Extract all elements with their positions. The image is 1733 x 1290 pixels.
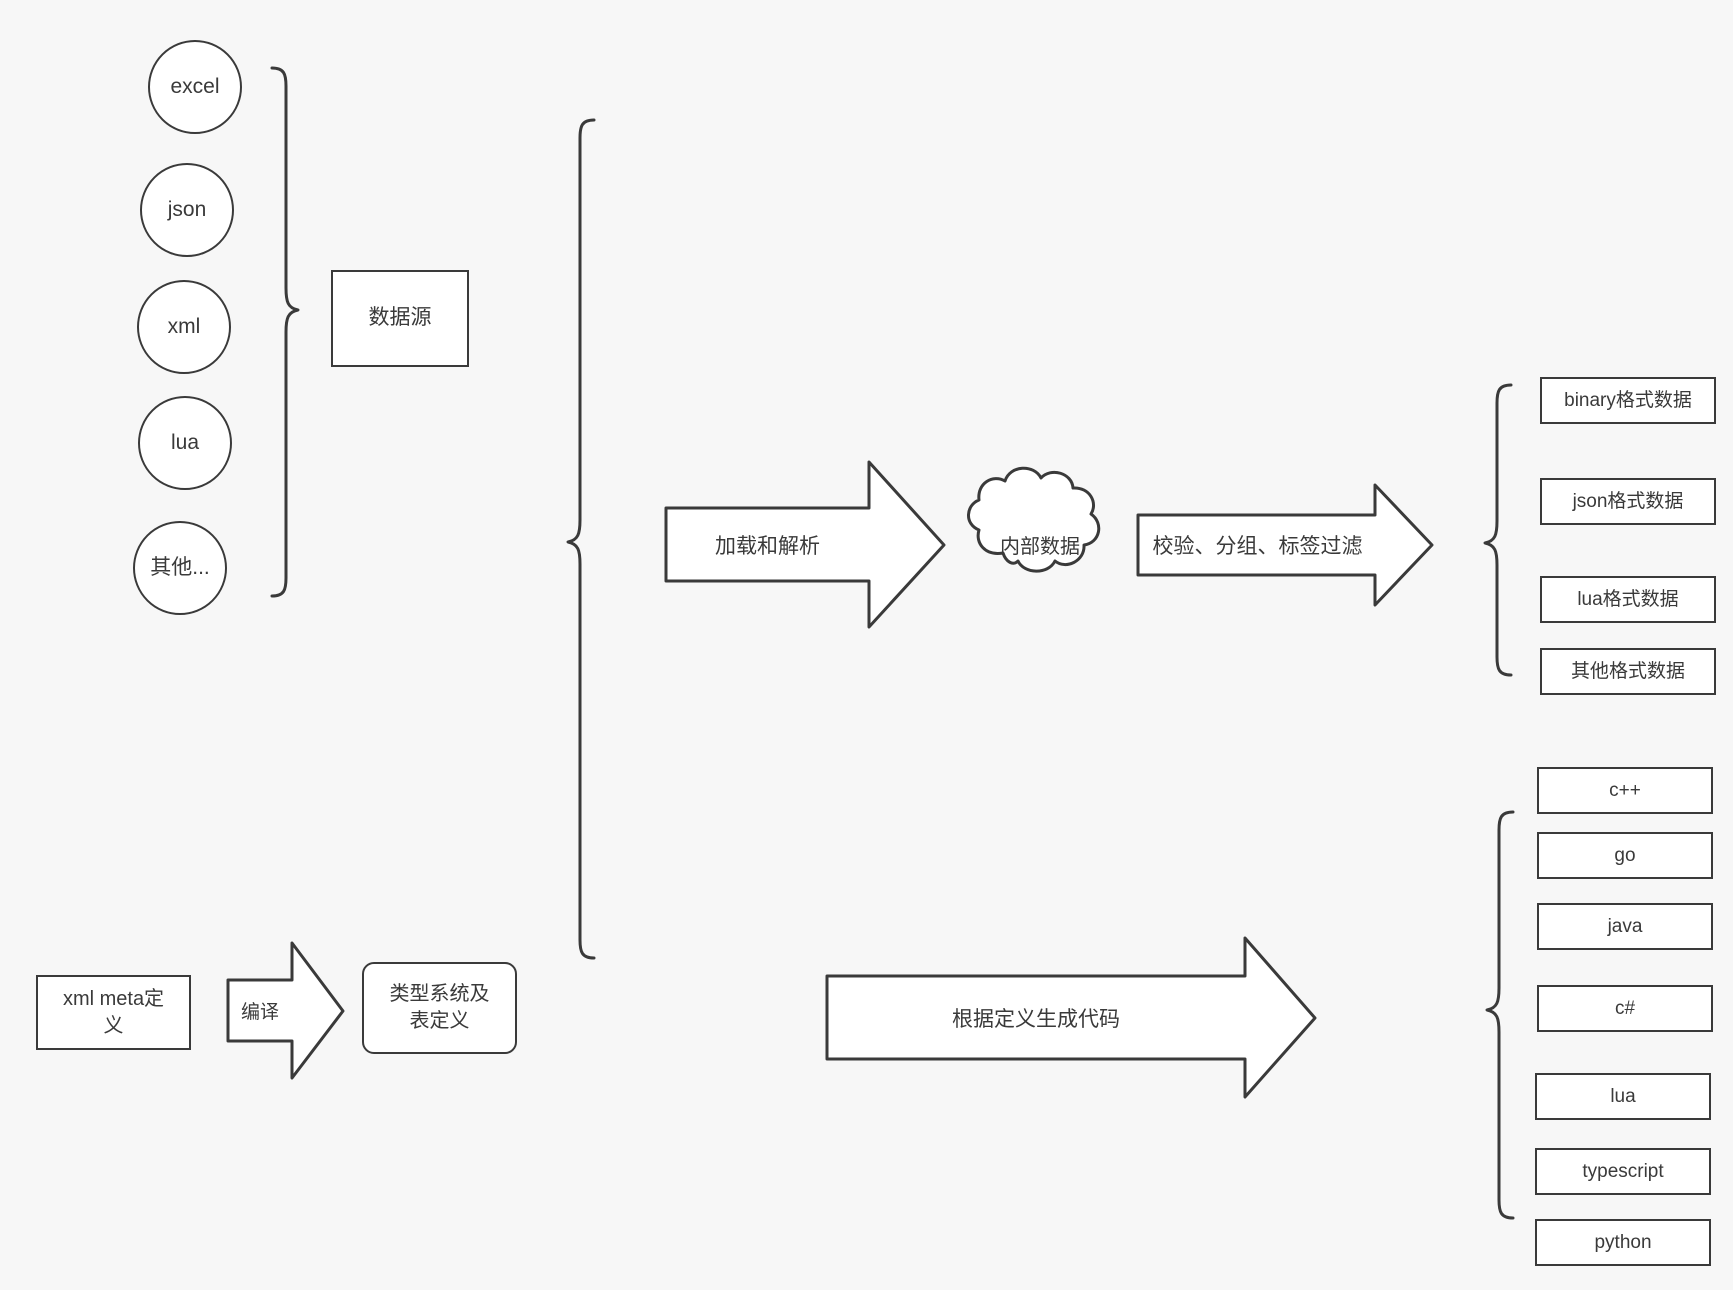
internal-data-label-text: 内部数据 — [1000, 535, 1080, 558]
output-format-lua[interactable]: lua格式数据 — [1540, 576, 1716, 623]
validate-filter-arrow-label[interactable]: 校验、分组、标签过滤 — [1140, 524, 1375, 566]
output-format-binary[interactable]: binary格式数据 — [1540, 377, 1716, 424]
sources-brace — [270, 66, 300, 598]
codegen-arrow-label[interactable]: 根据定义生成代码 — [827, 996, 1245, 1040]
pipeline-input-brace — [566, 118, 596, 960]
source-label: xml — [167, 314, 201, 338]
source-node-lua[interactable]: lua — [138, 396, 232, 490]
validate-filter-label-text: 校验、分组、标签过滤 — [1152, 535, 1363, 558]
load-parse-arrow-label[interactable]: 加载和解析 — [666, 522, 869, 568]
xml-meta-label: xml meta定义 — [62, 987, 165, 1037]
output-language-label: c++ — [1609, 779, 1641, 801]
output-language-cpp[interactable]: c++ — [1537, 767, 1713, 814]
source-label: 其他... — [150, 555, 210, 579]
output-format-json[interactable]: json格式数据 — [1540, 478, 1716, 525]
source-label: excel — [170, 74, 220, 98]
output-language-java[interactable]: java — [1537, 903, 1713, 950]
output-language-lua[interactable]: lua — [1535, 1073, 1711, 1120]
data-source-box[interactable]: 数据源 — [331, 270, 469, 367]
type-system-box[interactable]: 类型系统及表定义 — [362, 962, 517, 1054]
data-source-label: 数据源 — [368, 306, 432, 330]
output-format-other[interactable]: 其他格式数据 — [1540, 648, 1716, 695]
output-format-label: binary格式数据 — [1564, 389, 1692, 411]
output-language-label: c# — [1614, 997, 1636, 1019]
source-node-xml[interactable]: xml — [137, 280, 231, 374]
output-language-label: java — [1607, 915, 1643, 937]
type-system-label: 类型系统及表定义 — [389, 983, 490, 1032]
source-node-other[interactable]: 其他... — [133, 521, 227, 615]
compile-arrow-label[interactable]: 编译 — [228, 989, 292, 1031]
codegen-label-text: 根据定义生成代码 — [952, 1008, 1120, 1031]
source-label: lua — [170, 430, 200, 454]
load-parse-label-text: 加载和解析 — [715, 535, 820, 558]
output-language-python[interactable]: python — [1535, 1219, 1711, 1266]
output-language-label: python — [1594, 1231, 1652, 1253]
internal-data-cloud-label[interactable]: 内部数据 — [992, 522, 1088, 566]
output-language-label: go — [1614, 844, 1636, 866]
output-format-label: lua格式数据 — [1577, 588, 1679, 610]
output-format-label: json格式数据 — [1572, 490, 1684, 512]
output-format-label: 其他格式数据 — [1570, 660, 1685, 682]
xml-meta-definition-box[interactable]: xml meta定义 — [36, 975, 191, 1050]
source-label: json — [167, 197, 207, 221]
compile-label-text: 编译 — [240, 1001, 279, 1023]
source-node-excel[interactable]: excel — [148, 40, 242, 134]
output-language-typescript[interactable]: typescript — [1535, 1148, 1711, 1195]
formats-brace — [1483, 383, 1513, 677]
output-language-label: lua — [1610, 1085, 1636, 1107]
output-language-csharp[interactable]: c# — [1537, 985, 1713, 1032]
source-node-json[interactable]: json — [140, 163, 234, 257]
output-language-label: typescript — [1582, 1160, 1664, 1182]
output-language-go[interactable]: go — [1537, 832, 1713, 879]
languages-brace — [1485, 810, 1515, 1220]
